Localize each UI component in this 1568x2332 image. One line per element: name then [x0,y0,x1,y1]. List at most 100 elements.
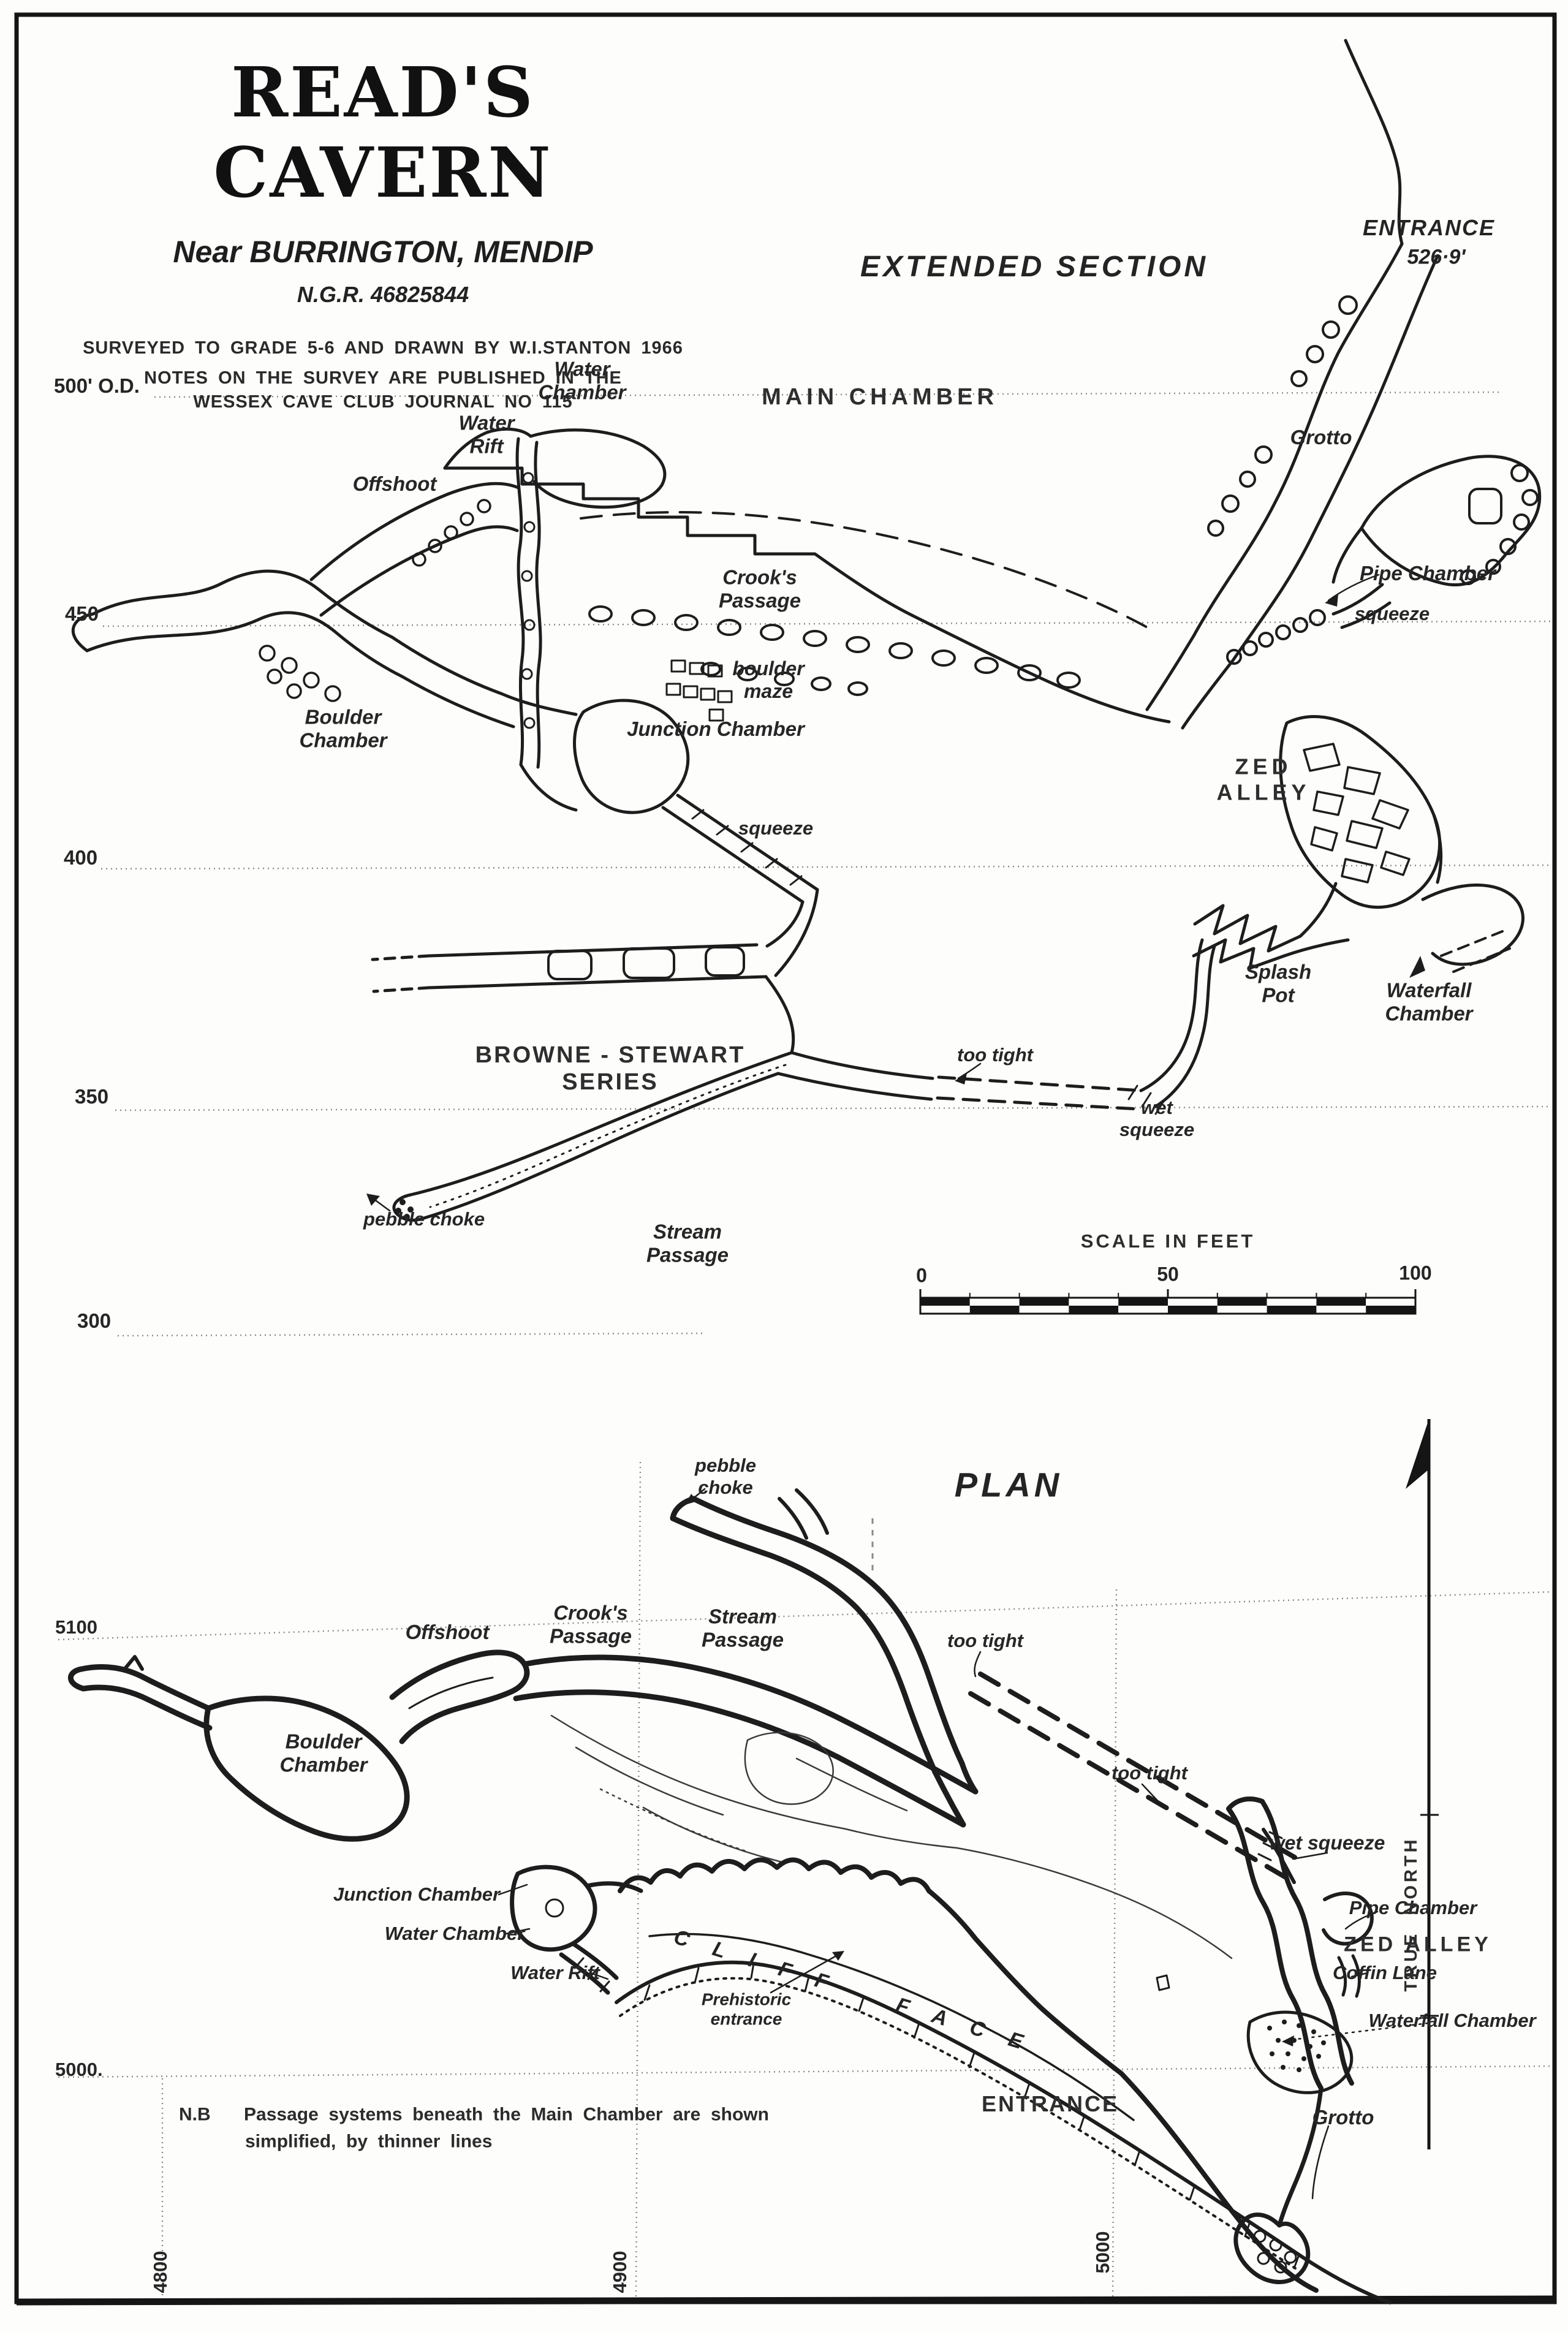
boulder-chamber-boulders-linework [267,668,282,684]
map-grid-reference: N.G.R. 46825844 [297,282,469,307]
boulder-chamber-boulders-linework [303,672,320,689]
waterfall-stipple-linework [1270,2051,1274,2056]
plan-drawing-linework [685,1494,697,1505]
section-drawing-linework [1282,938,1350,958]
main-chamber-boulder-row-linework [846,636,870,653]
main-chamber-boulder-row-linework [803,630,827,647]
grid-lines-linework [115,1105,1552,1111]
section-drawing-linework [91,569,394,639]
plan-drawing-linework [80,1684,213,1731]
boulder-maze-squares-linework [689,662,705,675]
section-drawing-linework [764,975,795,1054]
waterfall-stipple-linework [1281,2065,1286,2070]
map-frame-linework [16,2295,1555,2306]
pebble-choke-stipple-linework [400,1199,406,1205]
grid-lines-linework [58,2065,1552,2078]
scale-bar-segments-linework [969,1306,1020,1314]
section-drawing [71,39,1542,1222]
offshoot-boulders-linework [460,512,474,526]
section-drawing-linework [1127,1085,1165,1115]
plan-drawing-linework [513,1689,966,1828]
entrance-boulders-linework [1338,295,1358,315]
section-drawing-linework [422,1072,780,1220]
section-drawing-linework [937,1075,1143,1092]
pebble-choke-stipple-linework [404,1214,410,1220]
plan-leader-lines-linework [498,1883,528,1896]
waterfall-stipple-linework [1282,2020,1287,2024]
plan-drawing-linework [968,1691,1297,1885]
plan-drawing-linework [1322,1891,1374,1946]
plan-leader-lines-linework [589,1972,609,1980]
water-rift-boulders-linework [523,717,536,729]
waterfall-stipple-linework [1297,2023,1301,2028]
under-passages-thin-linework [744,1732,834,1805]
grotto-boulders [1460,464,1539,585]
section-drawing-linework [580,511,1151,630]
pebble-choke-stipple [395,1199,414,1220]
waterfall-stipple-linework [1267,2026,1272,2031]
plan-drawing-linework [559,1952,610,1995]
main-chamber-boulder-row-linework [888,642,913,659]
pipe-squeeze-boulders-linework [1292,617,1308,633]
main-chamber-boulder-row-linework [631,609,656,626]
entrance-boulders-linework [1207,520,1224,537]
waterfall-stipple-linework [1286,2051,1290,2056]
scale-bar-linework [969,1293,1367,1298]
scale-bar-segments-linework [1019,1306,1069,1314]
plan-drawing-linework [585,1881,643,1893]
offshoot-boulders-linework [428,539,442,553]
grotto-plan-boulders-linework [1253,2230,1267,2243]
plan-drawing-linework [648,1933,1135,2121]
section-drawing-linework [427,975,768,990]
plan-drawing-linework [795,1488,829,1535]
entrance-boulders-linework [1306,345,1324,363]
section-drawing-linework [1139,938,1204,1092]
plan-drawing-linework [574,1957,610,1993]
survey-notes-line2: WESSEX CAVE CLUB JOURNAL NO 115 [193,392,573,412]
boulder-chamber-boulders-linework [281,657,298,674]
scale-bar [919,1289,1417,1315]
section-drawing-linework [790,1051,934,1080]
boulder-maze-squares-linework [708,708,724,722]
waterfall-stipple-linework [1321,2040,1326,2045]
scale-bar-segments-linework [920,1298,970,1306]
zed-alley-boulders-linework [1380,850,1411,876]
section-drawing-linework [1327,574,1380,602]
section-drawing-linework [936,1096,1140,1111]
section-drawing-linework [1331,526,1363,584]
section-drawing-linework [774,888,819,977]
section-drawing-linework [1452,947,1511,973]
scale-bar-segments-linework [1217,1298,1267,1306]
grid-lines-linework [117,1332,705,1337]
under-passages-thin-linework [795,1757,908,1812]
section-drawing-linework [515,437,525,767]
section-drawing-linework [319,525,519,617]
grotto-boulders-linework [1513,513,1530,531]
main-chamber-boulder-row-linework [1056,672,1081,689]
section-drawing-linework [390,635,503,695]
plan-leader-lines-linework [1141,1783,1162,1805]
main-chamber-boulder-row-linework [1017,664,1042,681]
plan-drawing-linework [670,1515,938,1775]
plan-drawing-linework [521,1654,979,1795]
section-drawing-linework [1340,601,1392,629]
grid-lines-linework [58,1591,1552,1641]
section-drawing-linework [85,611,404,678]
scale-bar-segments [920,1298,1415,1314]
plan-drawing-linework [1226,1806,1324,2091]
under-passages-thin-linework [599,1788,749,1853]
section-drawing-linework [1331,583,1384,616]
section-drawing-linework [1440,930,1504,957]
survey-notes-line1: NOTES ON THE SURVEY ARE PUBLISHED IN THE [144,368,622,388]
boulder-maze-squares-linework [683,685,699,698]
pipe-squeeze-boulders [1226,609,1326,665]
grid-lines-linework [635,1461,642,2298]
section-drawing-linework [1344,39,1404,246]
under-passages-thin-linework [550,1714,847,1830]
scale-bar-segments-linework [969,1298,1020,1306]
scale-bar-segments-linework [1168,1306,1218,1314]
boulder-maze-squares-linework [707,664,723,678]
section-drawing-linework [623,947,675,979]
offshoot-boulders-linework [444,525,458,540]
